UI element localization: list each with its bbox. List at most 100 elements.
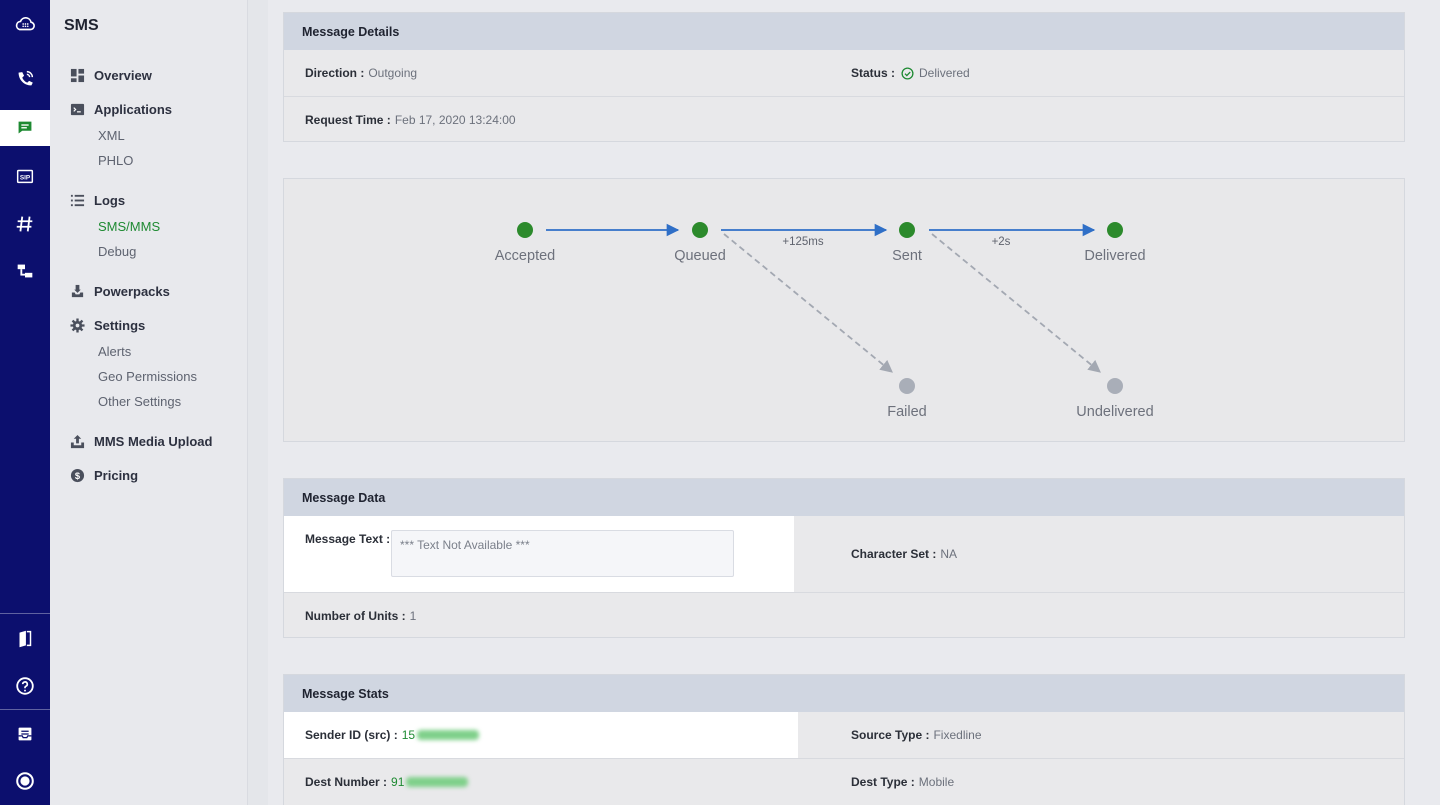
request-time-value: Feb 17, 2020 13:24:00 [394,113,516,127]
node-sent [899,222,915,238]
nav-logs-label: Logs [94,193,126,208]
account-icon[interactable] [0,763,50,799]
status-field: Status : Delivered [851,66,970,80]
nav-debug[interactable]: Debug [98,244,137,259]
docs-icon[interactable] [0,621,50,657]
node-label-accepted: Accepted [494,248,556,264]
numbers-icon[interactable] [0,206,50,242]
nav-applications-label: Applications [94,102,173,117]
dest-number-field: Dest Number : 91 [305,775,469,789]
dest-type-value: Mobile [918,775,955,789]
node-label-sent: Sent [892,248,922,264]
nav-alerts[interactable]: Alerts [98,344,132,359]
message-data-title: Message Data [284,479,1404,516]
nav-settings-label: Settings [94,318,146,333]
nav-sms-mms[interactable]: SMS/MMS [98,219,161,234]
data-row-2: Number of Units : 1 [284,592,1404,638]
units-field: Number of Units : 1 [305,609,416,623]
edge-sent-undelivered [931,233,1101,373]
check-circle-icon [901,66,914,80]
units-label: Number of Units : [305,609,406,623]
nav-phlo[interactable]: PHLO [98,153,134,168]
dollar-icon: $ [70,468,85,483]
nav-settings[interactable]: Settings [70,318,145,333]
rail-divider [0,613,50,614]
message-stats-card: Message Stats Sender ID (src) : 15 Sourc… [283,674,1405,805]
source-type-value: Fixedline [933,728,982,742]
nav-overview-label: Overview [94,68,152,83]
nav-logs[interactable]: Logs [70,193,125,208]
sender-value: 15 [401,728,416,742]
node-label-undelivered: Undelivered [1076,404,1154,420]
stats-row-1: Sender ID (src) : 15 Source Type : Fixed… [284,712,1404,758]
request-time-field: Request Time : Feb 17, 2020 13:24:00 [305,113,516,127]
status-value: Delivered [919,66,970,80]
dest-number-label: Dest Number : [305,775,388,789]
nav-pricing[interactable]: $ Pricing [70,468,138,483]
gear-icon [70,318,85,333]
nav-mms-media-upload[interactable]: MMS Media Upload [70,434,212,449]
sender-area: Sender ID (src) : 15 [284,712,798,758]
dest-type-label: Dest Type : [851,775,915,789]
voice-icon[interactable] [0,61,50,97]
node-undelivered [1107,378,1123,394]
data-row-1: Message Text : *** Text Not Available **… [284,516,1404,592]
dest-type-field: Dest Type : Mobile [851,775,954,789]
node-queued [692,222,708,238]
nav-powerpacks[interactable]: Powerpacks [70,284,170,299]
zentrunk-icon[interactable] [0,253,50,289]
edge-queued-failed [723,233,893,373]
character-set-value: NA [940,547,958,561]
svg-text:SIP: SIP [20,175,31,182]
message-text-box[interactable]: *** Text Not Available *** [391,530,734,577]
node-label-delivered: Delivered [1084,248,1146,264]
source-type-field: Source Type : Fixedline [851,728,982,742]
details-row-2: Request Time : Feb 17, 2020 13:24:00 [284,96,1404,142]
node-accepted [517,222,533,238]
edge-label-125ms: +125ms [782,236,824,248]
upload-icon [70,434,85,449]
sms-icon[interactable] [0,110,50,146]
source-type-label: Source Type : [851,728,930,742]
units-value: 1 [409,609,417,623]
sender-redacted [417,730,480,740]
message-text-label: Message Text : [305,532,394,546]
stats-row-2: Dest Number : 91 Dest Type : Mobile [284,758,1404,804]
message-text-label-text: Message Text : [305,532,391,546]
nav-mms-media-upload-label: MMS Media Upload [94,434,213,449]
dest-number-value: 91 [391,775,405,789]
cloud-logo-icon[interactable] [0,6,50,42]
direction-value: Outgoing [368,66,418,80]
list-icon [70,194,85,207]
product-title: SMS [64,17,99,34]
request-time-label: Request Time : [305,113,391,127]
svg-text:$: $ [75,471,81,481]
nav-geo-permissions[interactable]: Geo Permissions [98,369,197,384]
status-flow-diagram: Accepted Queued Sent Delivered Failed Un… [283,178,1405,442]
nav-powerpacks-label: Powerpacks [94,284,170,299]
character-set-field: Character Set : NA [851,547,957,561]
node-label-queued: Queued [674,248,726,264]
sender-field: Sender ID (src) : 15 [305,728,480,742]
status-label: Status : [851,66,896,80]
node-label-failed: Failed [887,404,927,420]
status-flow-svg [517,222,1123,394]
nav-applications[interactable]: Applications [70,102,172,117]
inbox-icon[interactable] [0,716,50,752]
message-details-card: Message Details Direction : Outgoing Sta… [283,12,1405,142]
message-details-title: Message Details [284,13,1404,50]
dest-number-redacted [406,777,469,787]
nav-overview[interactable]: Overview [70,68,152,83]
nav-other-settings[interactable]: Other Settings [98,394,182,409]
main-content: Message Details Direction : Outgoing Sta… [268,0,1440,805]
direction-field: Direction : Outgoing [305,66,417,80]
icon-rail: SIP [0,0,50,805]
character-set-label: Character Set : [851,547,937,561]
nav-xml[interactable]: XML [98,128,125,143]
sidebar: SMS Overview Applications XML PHLO Logs … [50,0,248,805]
terminal-icon [70,103,85,116]
help-icon[interactable] [0,668,50,704]
node-delivered [1107,222,1123,238]
sip-icon[interactable]: SIP [0,158,50,194]
nav-pricing-label: Pricing [94,468,139,483]
